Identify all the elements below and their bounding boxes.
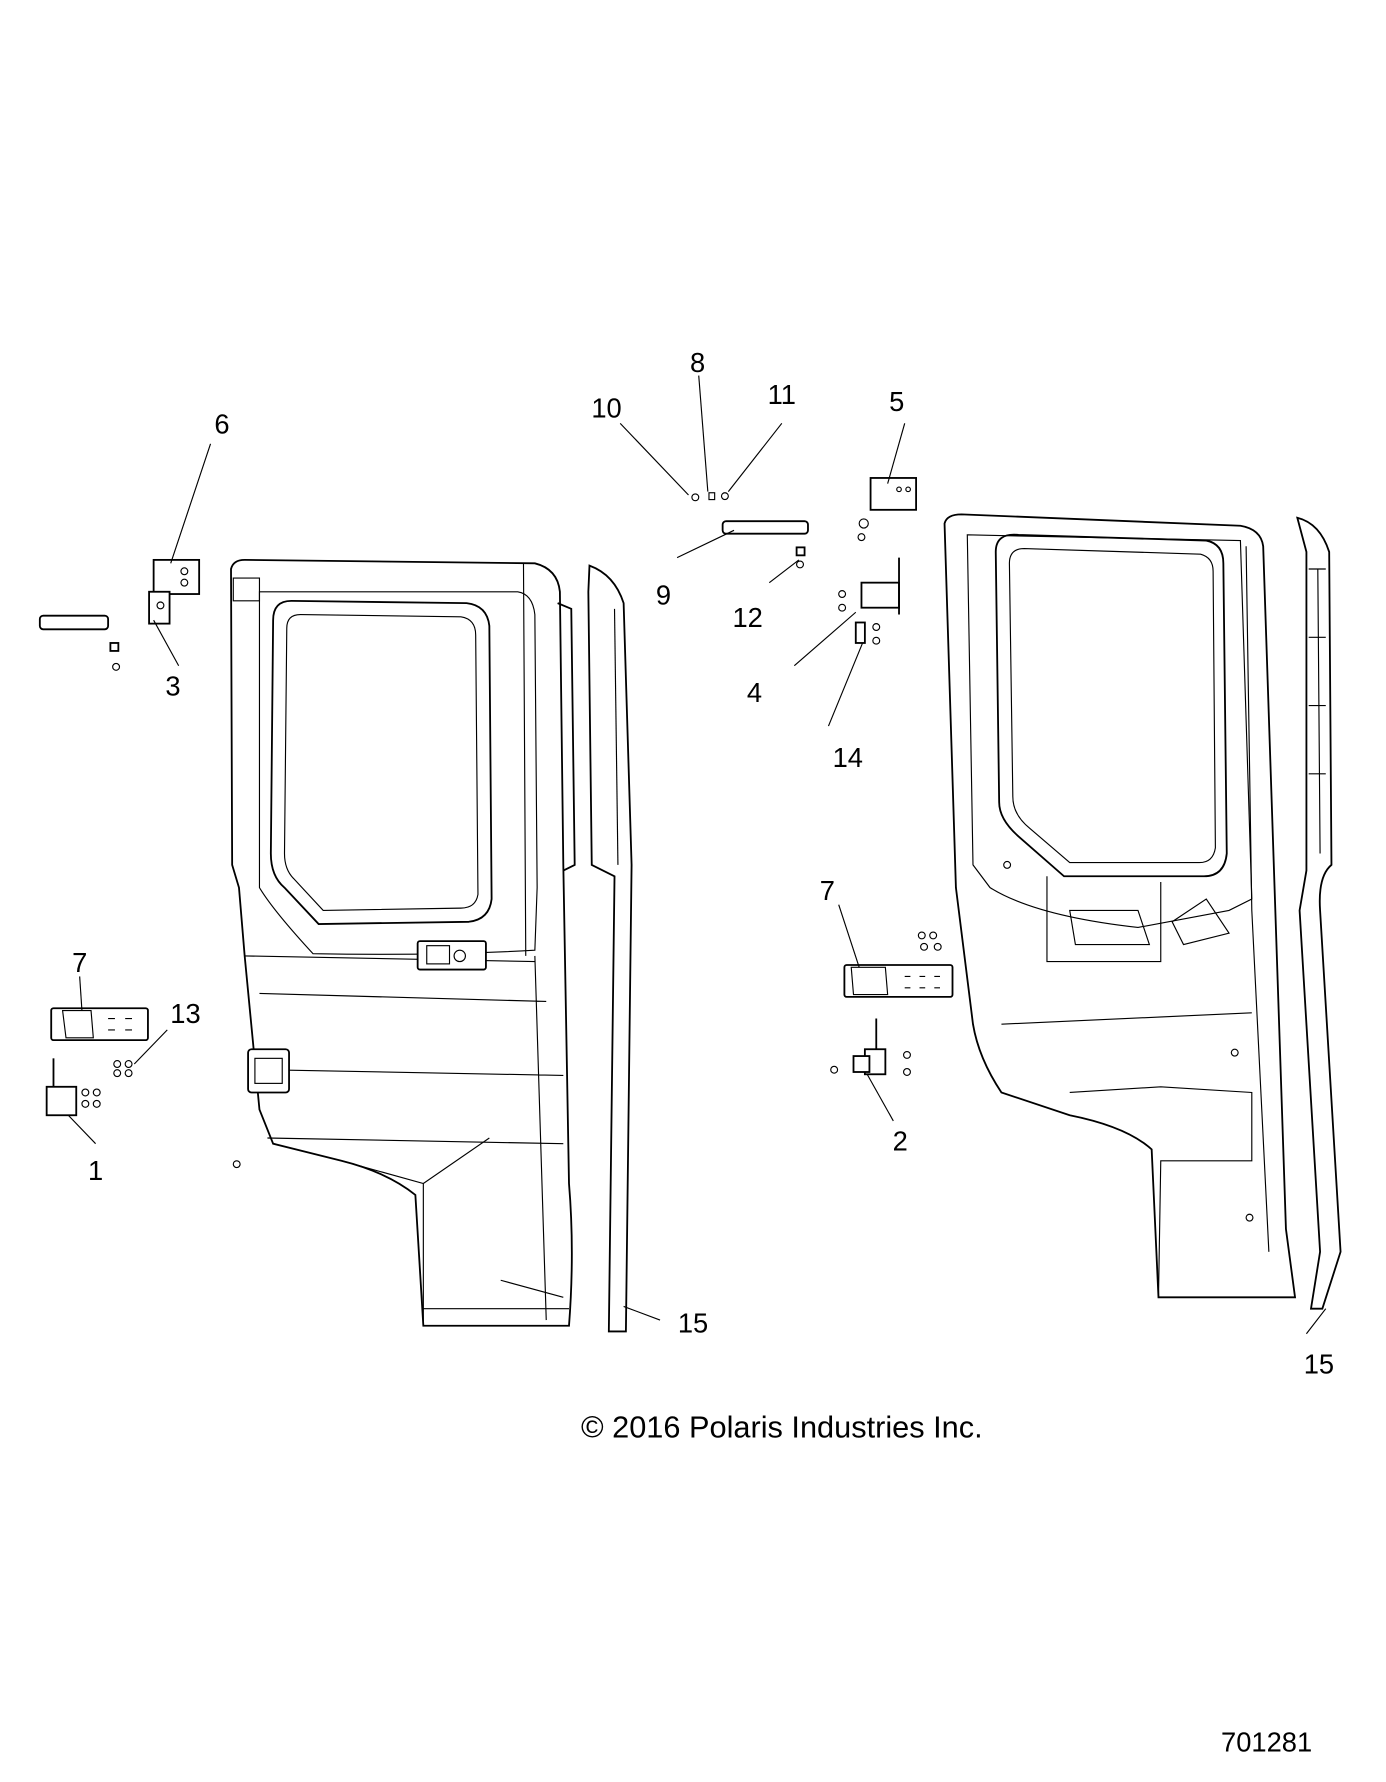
callout-11: 11: [768, 379, 796, 410]
callout-13: 13: [170, 998, 200, 1029]
hinge-parts: [38, 477, 954, 1169]
callout-12: 12: [732, 602, 762, 633]
left-weatherstrip: [587, 564, 633, 1333]
callout-2: 2: [893, 1126, 908, 1157]
callout-5: 5: [889, 386, 904, 417]
leader-lines: [67, 375, 1327, 1335]
callout-7-right: 7: [820, 875, 835, 906]
figure-number: 701281: [1221, 1726, 1312, 1757]
callout-6: 6: [214, 409, 229, 440]
callout-15-right: 15: [1304, 1349, 1334, 1380]
callout-8: 8: [690, 347, 705, 378]
callout-4: 4: [747, 677, 762, 708]
callout-15-left: 15: [678, 1308, 708, 1339]
callout-3: 3: [165, 670, 180, 701]
callout-10: 10: [591, 393, 621, 424]
left-door-panel: [230, 558, 576, 1327]
callout-7-left: 7: [72, 947, 87, 978]
right-weatherstrip: [1296, 516, 1342, 1310]
callout-14: 14: [833, 742, 863, 773]
callouts: 1 2 3 4 5 6 7 7 8 9 10 11 12 13 14 15 15: [72, 347, 1334, 1379]
callout-9: 9: [656, 579, 671, 610]
right-door-panel: [943, 513, 1297, 1299]
copyright-notice: © 2016 Polaris Industries Inc.: [581, 1409, 983, 1444]
callout-1: 1: [88, 1155, 103, 1186]
